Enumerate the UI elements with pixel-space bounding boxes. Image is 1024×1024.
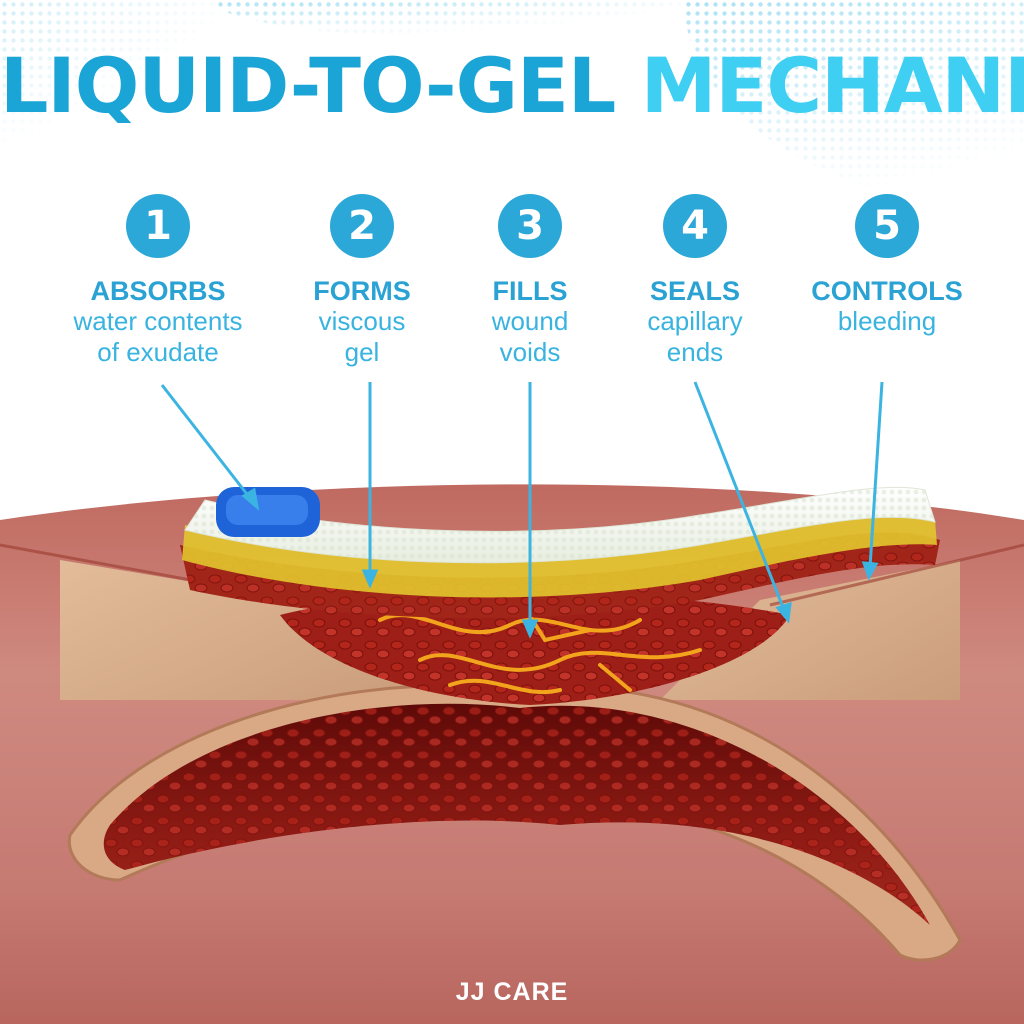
step-3-badge: 3 [498,194,562,258]
step-3: 3 FILLS wound voids [430,194,630,368]
step-4-badge: 4 [663,194,727,258]
step-2-badge: 2 [330,194,394,258]
step-3-text: wound voids [491,306,569,367]
fibrin-strands [378,598,702,695]
step-1-heading: ABSORBS [90,276,226,306]
step-5-badge: 5 [855,194,919,258]
step-2: 2 FORMS viscous gel [262,194,462,368]
step-5: 5 CONTROLS bleeding [787,194,987,337]
step-5-text: bleeding [837,306,937,336]
step-4-text: capillary ends [647,306,743,367]
halftone-background [0,0,1024,200]
step-1: 1 ABSORBS water contents of exudate [58,194,258,368]
step-5-heading: CONTROLS [811,276,963,306]
brand-watermark: JJ CARE [455,978,569,1006]
step-2-heading: FORMS [313,276,411,306]
page-title: LIQUID-TO-GEL MECHANISM [0,48,1024,124]
step-2-text: viscous gel [318,306,406,367]
title-part-2: MECHANISM [640,41,1024,130]
step-4: 4 SEALS capillary ends [595,194,795,368]
step-1-badge: 1 [126,194,190,258]
step-3-heading: FILLS [492,276,568,306]
step-4-heading: SEALS [649,276,741,306]
title-part-1: LIQUID-TO-GEL [0,41,616,130]
step-1-text: water contents of exudate [73,306,243,367]
callout-arrows [160,381,884,639]
